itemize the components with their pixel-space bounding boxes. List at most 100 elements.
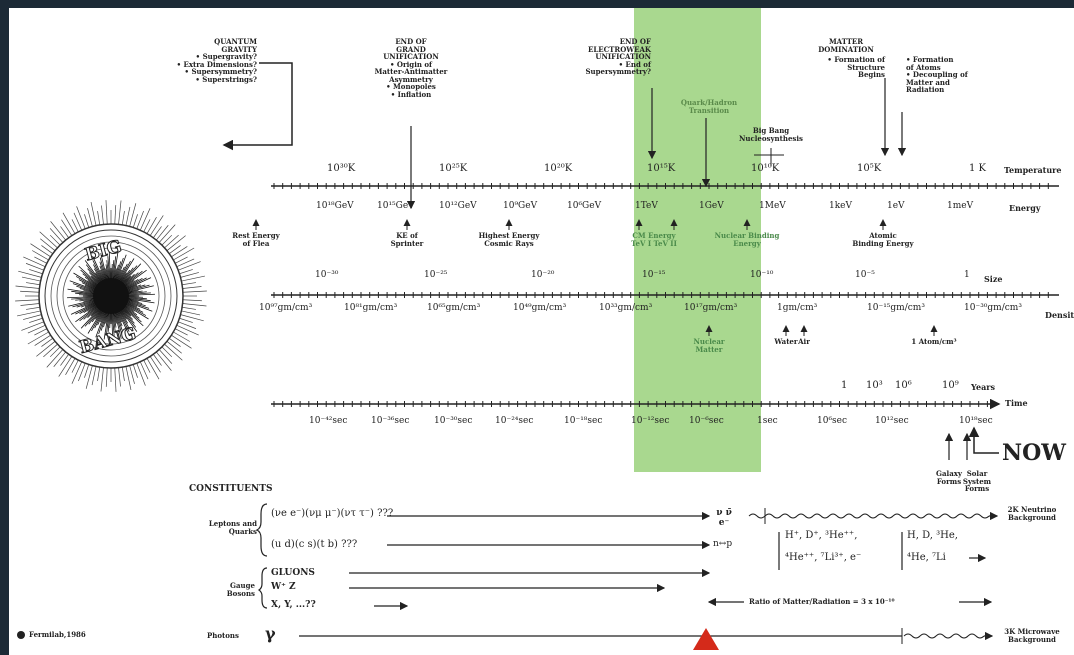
energy-tick-label: 1keV (829, 201, 853, 211)
quark-hadron-transition: Quark/Hadron Transition (680, 98, 738, 115)
now-label: NOW (1002, 440, 1066, 466)
time-label: Time (1005, 398, 1028, 408)
gauge-bosons-label: Gauge Bosons (226, 581, 255, 598)
time-tick-label: 10¹⁸sec (959, 416, 993, 426)
gluons-label: GLUONS (271, 568, 315, 578)
timeline-axes (222, 62, 1059, 644)
time-tick-label: 1sec (757, 416, 778, 426)
temperature-tick-label: 1 K (969, 163, 987, 174)
nuclear-matter-label: Nuclear Matter (693, 337, 725, 354)
temperature-tick-label: 10¹⁵K (647, 163, 676, 174)
electroweak-unification-event: END OF ELECTROWEAK UNIFICATION • End of … (585, 37, 651, 76)
wz-bosons-label: W⁺ Z (271, 582, 296, 592)
time-tick-label: 10⁻³⁶sec (371, 416, 410, 426)
temperature-label: Temperature (1004, 165, 1062, 175)
size-tick-label: 10⁻²⁰ (531, 270, 555, 280)
collider-energy-label: CM Energy TeV I TeV II (631, 231, 677, 248)
big-bang-nucleosynthesis: Big Bang Nucleosynthesis (739, 126, 803, 143)
years-tick-label: 1 (841, 380, 848, 391)
years-tick-label: 10³ (866, 380, 883, 391)
size-tick-label: 10⁻³⁰ (315, 270, 339, 280)
cosmic-rays-label: Highest Energy Cosmic Rays (478, 231, 540, 248)
energy-tick-label: 10¹⁵GeV (377, 201, 415, 211)
atom-formation-event: • Formation of Atoms • Decoupling of Mat… (906, 55, 968, 94)
energy-tick-label: 1GeV (699, 201, 724, 211)
ionized-nuclei-line2: ⁴He⁺⁺, ⁷Li³⁺, e⁻ (785, 552, 862, 563)
leptons-quarks-label: Leptons and Quarks (208, 519, 257, 536)
constituents-heading: CONSTITUENTS (189, 484, 273, 494)
highlight-band (634, 8, 761, 472)
matter-domination-event: MATTER DOMINATION (818, 37, 874, 54)
time-tick-label: 10⁻¹⁸sec (564, 416, 603, 426)
lepton-generations: (νe e⁻)(νμ μ⁻)(ντ τ⁻) ??? (271, 508, 394, 519)
atom-density-label: 1 Atom/cm³ (911, 337, 957, 346)
fermilab-credit: Fermilab,1986 (17, 630, 86, 639)
time-tick-label: 10¹²sec (875, 416, 909, 426)
density-label: Density (1045, 310, 1074, 320)
big-bang-burst-graphic (15, 200, 207, 392)
density-tick-label: 10³³gm/cm³ (599, 303, 653, 313)
structure-formation-event: • Formation of Structure Begins (827, 55, 885, 79)
density-tick-label: 1gm/cm³ (777, 303, 818, 313)
microwave-background-label: 3K Microwave Background (1004, 627, 1060, 644)
ionized-nuclei-line1: H⁺, D⁺, ³He⁺⁺, (785, 530, 858, 541)
years-tick-label: 10⁹ (942, 380, 959, 391)
size-tick-label: 10⁻⁵ (855, 270, 875, 280)
neutrino-electron-label: ν ν̄ e⁻ (716, 508, 732, 528)
size-tick-label: 1 (964, 270, 970, 280)
energy-tick-label: 10¹²GeV (439, 201, 477, 211)
energy-label: Energy (1009, 203, 1041, 213)
time-tick-label: 10⁻⁶sec (689, 416, 724, 426)
quantum-gravity-event: QUANTUM GRAVITY • Supergravity? • Extra … (176, 37, 257, 84)
density-tick-label: 10⁸¹gm/cm³ (344, 303, 398, 313)
time-tick-label: 10⁶sec (817, 416, 848, 426)
time-tick-label: 10⁻³⁰sec (434, 416, 473, 426)
neutral-nuclei-line1: H, D, ³He, (907, 530, 958, 541)
density-tick-label: 10⁶⁵gm/cm³ (427, 303, 481, 313)
size-tick-label: 10⁻¹⁰ (750, 270, 774, 280)
atomic-binding-label: Atomic Binding Energy (852, 231, 914, 248)
nuclear-binding-label: Nuclear Binding Energy (714, 231, 780, 248)
energy-tick-label: 10⁶GeV (567, 201, 602, 211)
neutral-nuclei-line2: ⁴He, ⁷Li (907, 552, 946, 563)
temperature-tick-label: 10²⁰K (544, 163, 573, 174)
energy-tick-label: 1MeV (759, 201, 786, 211)
photons-label: Photons (207, 631, 239, 640)
temperature-tick-label: 10²⁵K (439, 163, 468, 174)
energy-tick-label: 10¹⁸GeV (316, 201, 354, 211)
energy-tick-label: 1eV (887, 201, 905, 211)
temperature-tick-label: 10⁵K (857, 163, 882, 174)
quark-generations: (u d)(c s)(t b) ??? (271, 539, 358, 550)
energy-tick-label: 1meV (947, 201, 974, 211)
years-label: Years (971, 382, 996, 392)
density-tick-label: 10⁻³⁰gm/cm³ (964, 303, 1022, 313)
galaxy-forms-label: Galaxy Forms (936, 469, 962, 486)
sprinter-energy-label: KE of Sprinter (390, 231, 424, 248)
density-tick-label: 10¹⁷gm/cm³ (684, 303, 738, 313)
size-tick-label: 10⁻¹⁵ (642, 270, 666, 280)
xy-bosons-label: X, Y, ...?? (271, 600, 316, 610)
water-label: Water (774, 337, 798, 346)
copyright-icon (17, 631, 25, 639)
current-position-marker (693, 628, 719, 650)
temperature-tick-label: 10³⁰K (327, 163, 356, 174)
neutrino-background-label: 2K Neutrino Background (1007, 505, 1057, 522)
grand-unification-event: END OF GRAND UNIFICATION • Origin of Mat… (374, 37, 448, 99)
air-label: Air (798, 337, 810, 346)
energy-tick-label: 10⁹GeV (503, 201, 538, 211)
size-label: Size (984, 274, 1003, 284)
big-bang-timeline-poster: BIG BANG (9, 8, 1074, 655)
time-tick-label: 10⁻⁴²sec (309, 416, 348, 426)
flea-energy-label: Rest Energy of Flea (232, 231, 280, 248)
neutron-proton-label: n↔p (713, 539, 733, 549)
matter-radiation-ratio: Ratio of Matter/Radiation = 3 x 10⁻¹⁰ (749, 597, 895, 606)
temperature-tick-label: 10¹⁰K (751, 163, 780, 174)
gamma-symbol: γ (265, 624, 276, 643)
solar-system-forms-label: Solar System Forms (962, 469, 992, 493)
size-tick-label: 10⁻²⁵ (424, 270, 448, 280)
time-tick-label: 10⁻¹²sec (631, 416, 670, 426)
time-tick-label: 10⁻²⁴sec (495, 416, 534, 426)
density-tick-label: 10⁴⁹gm/cm³ (513, 303, 567, 313)
energy-tick-label: 1TeV (635, 201, 658, 211)
